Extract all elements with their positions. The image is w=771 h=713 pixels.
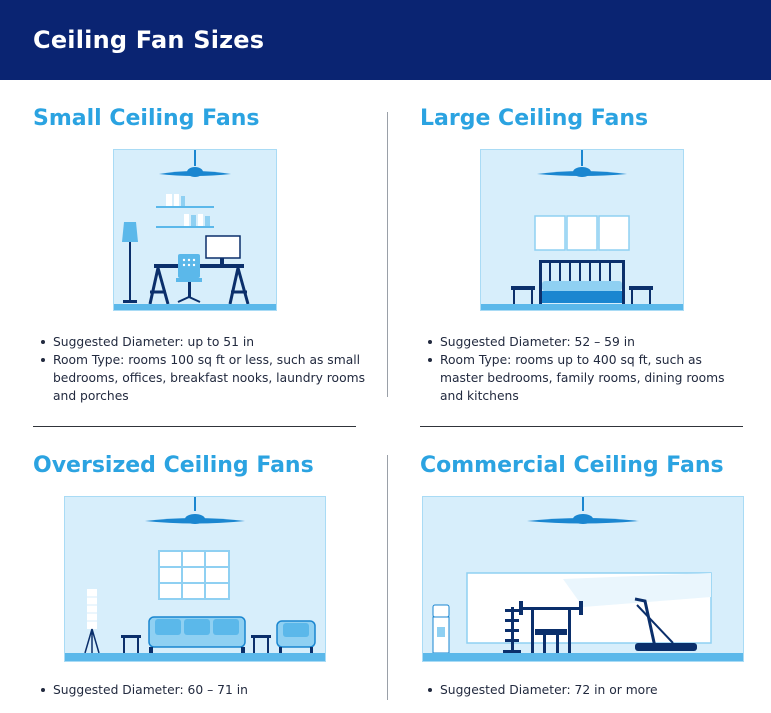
list-item: Suggested Diameter: 72 in or more — [425, 681, 745, 699]
list-item: Room Type: rooms 100 sq ft or less, such… — [38, 351, 368, 405]
bed-icon — [539, 260, 625, 306]
page-title: Ceiling Fan Sizes — [33, 26, 265, 54]
ceiling-fan-icon — [527, 497, 639, 524]
vertical-divider-top — [387, 112, 388, 397]
ceiling-fan-icon — [145, 497, 245, 524]
section-title: Large Ceiling Fans — [420, 106, 649, 131]
sofa-icon — [148, 616, 246, 653]
bullet-list: Suggested Diameter: 52 – 59 in Room Type… — [425, 306, 745, 405]
horizontal-divider-right — [420, 426, 743, 427]
large-room-illustration — [480, 149, 684, 311]
section-title: Commercial Ceiling Fans — [420, 453, 724, 478]
vertical-divider-bottom — [387, 455, 388, 700]
oversized-room-illustration — [64, 496, 326, 662]
list-item: Suggested Diameter: 60 – 71 in — [38, 681, 358, 699]
small-room-illustration — [113, 149, 277, 311]
section-title: Small Ceiling Fans — [33, 106, 260, 131]
bullet-list: Suggested Diameter: 60 – 71 in — [38, 681, 358, 699]
bullet-list: Suggested Diameter: up to 51 in Room Typ… — [38, 333, 368, 405]
page-header: Ceiling Fan Sizes — [0, 0, 771, 80]
list-item: Suggested Diameter: up to 51 in — [38, 333, 368, 351]
bullet-list: Suggested Diameter: 72 in or more — [425, 681, 745, 699]
list-item: Room Type: rooms up to 400 sq ft, such a… — [425, 351, 745, 405]
list-item: Suggested Diameter: 52 – 59 in — [425, 333, 745, 351]
ceiling-fan-icon — [537, 150, 627, 177]
section-title: Oversized Ceiling Fans — [33, 453, 314, 478]
ceiling-fan-icon — [159, 150, 231, 177]
treadmill-icon — [634, 597, 697, 651]
commercial-room-illustration — [422, 496, 744, 662]
horizontal-divider-left — [33, 426, 356, 427]
